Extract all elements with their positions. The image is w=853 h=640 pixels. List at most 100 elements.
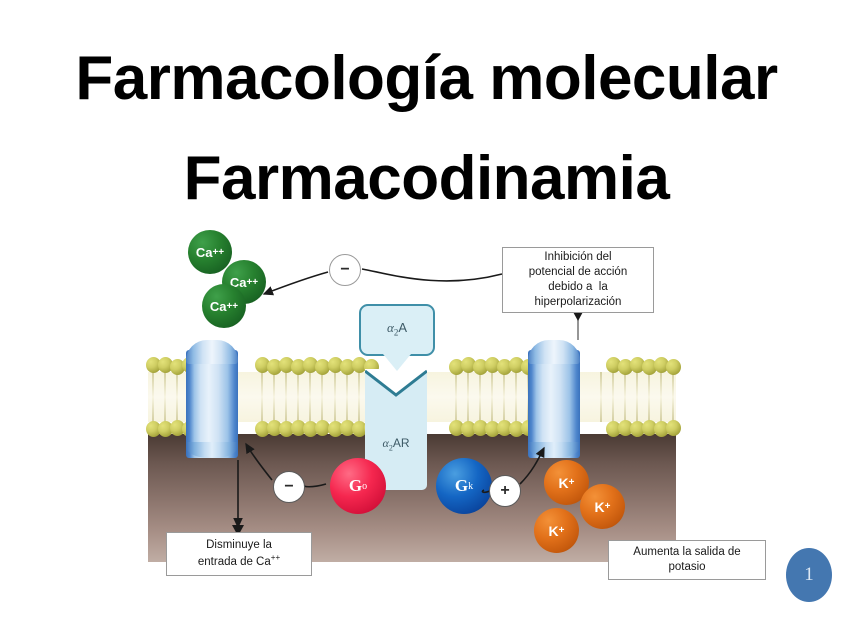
ligand-body bbox=[359, 304, 435, 356]
lipid-head bbox=[448, 359, 464, 375]
lipid-tail bbox=[636, 372, 638, 422]
lipid-head bbox=[254, 357, 270, 373]
page-title-line-1: Farmacología molecular bbox=[75, 44, 778, 113]
lipid-tail bbox=[321, 372, 324, 422]
lipid-tail bbox=[478, 372, 481, 422]
calcium-ion: Ca++ bbox=[202, 284, 246, 328]
lipid-head bbox=[509, 421, 524, 437]
lipid-tail bbox=[273, 372, 275, 422]
lipid-head bbox=[654, 421, 670, 437]
lipid-tail bbox=[333, 372, 336, 422]
calcium-ion: Ca++ bbox=[188, 230, 232, 274]
lipid-head bbox=[605, 357, 621, 373]
alpha2a-agonist-ligand: α2A bbox=[359, 304, 435, 372]
lipid-tail bbox=[599, 372, 602, 422]
lipid-tail bbox=[490, 372, 493, 422]
lipid-head bbox=[279, 357, 295, 373]
lipid-head bbox=[267, 420, 282, 436]
lipid-head bbox=[146, 357, 161, 373]
potassium-ion: K+ bbox=[534, 508, 579, 553]
ligand-binding-tip bbox=[383, 354, 411, 371]
lipid-tail bbox=[164, 372, 167, 422]
inhibition-sign-top: − bbox=[329, 254, 361, 286]
lipid-head bbox=[254, 421, 270, 437]
lipid-tail bbox=[260, 372, 263, 422]
lipid-tail bbox=[454, 372, 457, 422]
lipid-tail bbox=[611, 372, 614, 422]
lipid-head bbox=[158, 357, 174, 373]
lipid-head bbox=[630, 421, 645, 437]
lipid-tail bbox=[309, 372, 312, 422]
potassium-ion: K+ bbox=[544, 460, 589, 505]
lipid-tail bbox=[466, 372, 469, 422]
lipid-tail bbox=[515, 372, 517, 422]
inhibition-sign-calcium: − bbox=[273, 471, 305, 503]
lipid-head bbox=[630, 357, 645, 373]
lipid-head bbox=[496, 420, 512, 436]
lipid-head bbox=[303, 357, 319, 373]
lipid-head bbox=[303, 421, 319, 437]
lipid-tail bbox=[648, 372, 651, 422]
calcium-channel-foot bbox=[186, 442, 238, 458]
lipid-tail bbox=[297, 372, 300, 422]
lipid-head bbox=[170, 420, 186, 436]
lipid-head bbox=[642, 359, 658, 375]
lipid-head bbox=[666, 420, 682, 436]
calcium-channel-barrel bbox=[186, 350, 238, 458]
potassium-channel-barrel bbox=[528, 350, 580, 458]
lipid-head bbox=[351, 421, 367, 437]
lipid-head bbox=[315, 420, 331, 436]
lipid-head bbox=[339, 359, 355, 375]
slide-number-badge: 1 bbox=[786, 548, 832, 602]
lipid-head bbox=[339, 420, 355, 436]
receptor-label: α2AR bbox=[382, 436, 410, 453]
lipid-head bbox=[654, 357, 670, 373]
lipid-head bbox=[158, 421, 174, 437]
calcium-channel bbox=[186, 340, 238, 458]
lipid-tail bbox=[345, 372, 348, 422]
receptor-notch-shape bbox=[364, 369, 428, 397]
calcium-channel-cap bbox=[186, 340, 238, 364]
activation-sign-potassium: + bbox=[489, 475, 521, 507]
arrow-sign-to-calcium bbox=[262, 271, 329, 296]
lipid-tail bbox=[623, 372, 626, 422]
lipid-head bbox=[460, 357, 476, 373]
lipid-head bbox=[484, 357, 500, 373]
lipid-tail bbox=[357, 372, 360, 422]
lipid-head bbox=[170, 359, 186, 375]
lipid-head bbox=[146, 421, 161, 437]
lipid-head bbox=[291, 359, 307, 375]
lipid-tail bbox=[152, 372, 154, 422]
page-title-line-2: Farmacodinamia bbox=[183, 144, 670, 213]
lipid-head bbox=[327, 357, 343, 373]
potassium-channel-cap bbox=[528, 340, 580, 364]
lipid-head bbox=[617, 420, 633, 436]
lipid-head bbox=[448, 420, 464, 436]
lipid-tail bbox=[672, 372, 675, 422]
arrow-hyperpolarization-to-sign bbox=[361, 268, 503, 282]
lipid-head bbox=[472, 359, 488, 375]
potassium-channel bbox=[528, 340, 580, 458]
potassium-ion: K+ bbox=[580, 484, 625, 529]
lipid-head bbox=[351, 357, 367, 373]
lipid-head bbox=[484, 421, 500, 437]
lipid-head bbox=[472, 420, 488, 436]
lipid-head bbox=[617, 359, 633, 375]
lipid-head bbox=[642, 420, 658, 436]
lipid-head bbox=[666, 359, 682, 375]
lipid-head bbox=[605, 421, 621, 437]
lipid-head bbox=[279, 421, 295, 437]
ligand-label: α2A bbox=[387, 320, 407, 338]
lipid-tail bbox=[176, 372, 179, 422]
lipid-head bbox=[496, 359, 512, 375]
